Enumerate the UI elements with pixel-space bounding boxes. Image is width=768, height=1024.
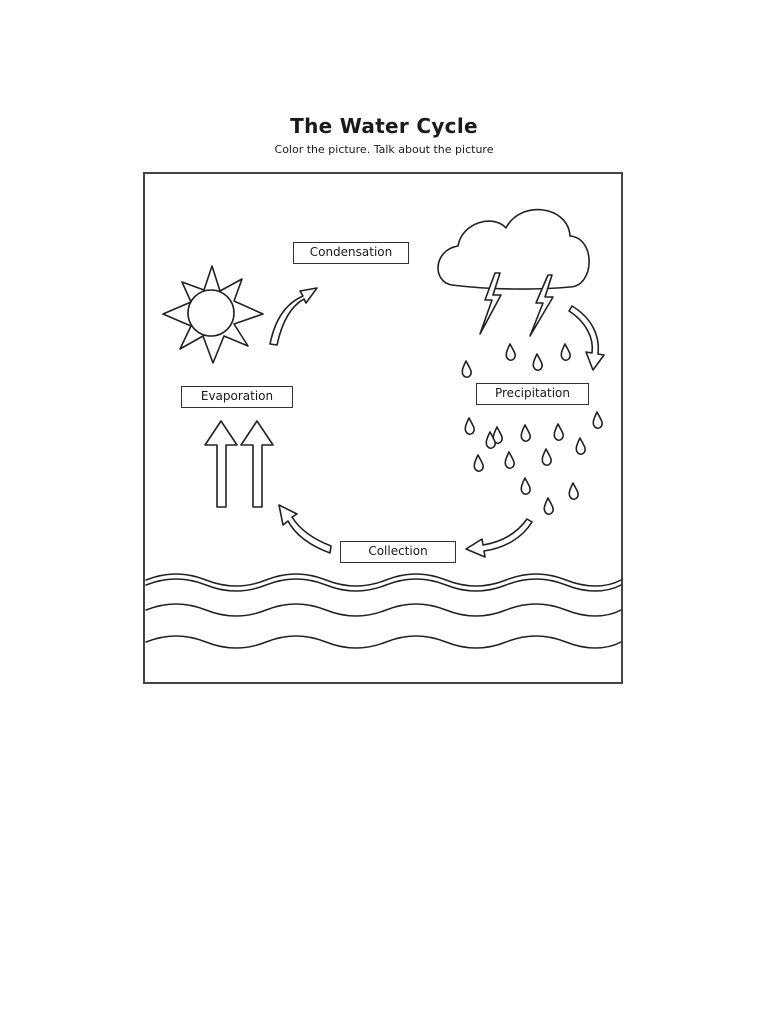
cloud-icon bbox=[437, 208, 590, 290]
lightning-icon bbox=[479, 272, 554, 337]
collection-label: Collection bbox=[340, 541, 456, 563]
collection-arrow-icon bbox=[465, 518, 533, 558]
page-subtitle: Color the picture. Talk about the pictur… bbox=[274, 143, 494, 156]
precipitation-label: Precipitation bbox=[476, 383, 589, 405]
diagram-frame bbox=[143, 172, 623, 684]
condensation-arrow-icon bbox=[269, 287, 318, 346]
raindrop-icon bbox=[461, 343, 603, 515]
precipitation-arrow-icon bbox=[568, 305, 605, 371]
condensation-label: Condensation bbox=[293, 242, 409, 264]
wave-icon bbox=[145, 573, 622, 649]
evaporation-label: Evaporation bbox=[181, 386, 293, 408]
return-arrow-icon bbox=[278, 504, 332, 554]
evaporation-arrow-icon bbox=[204, 420, 274, 508]
sun-icon bbox=[162, 265, 264, 364]
page-title: The Water Cycle bbox=[290, 114, 478, 138]
